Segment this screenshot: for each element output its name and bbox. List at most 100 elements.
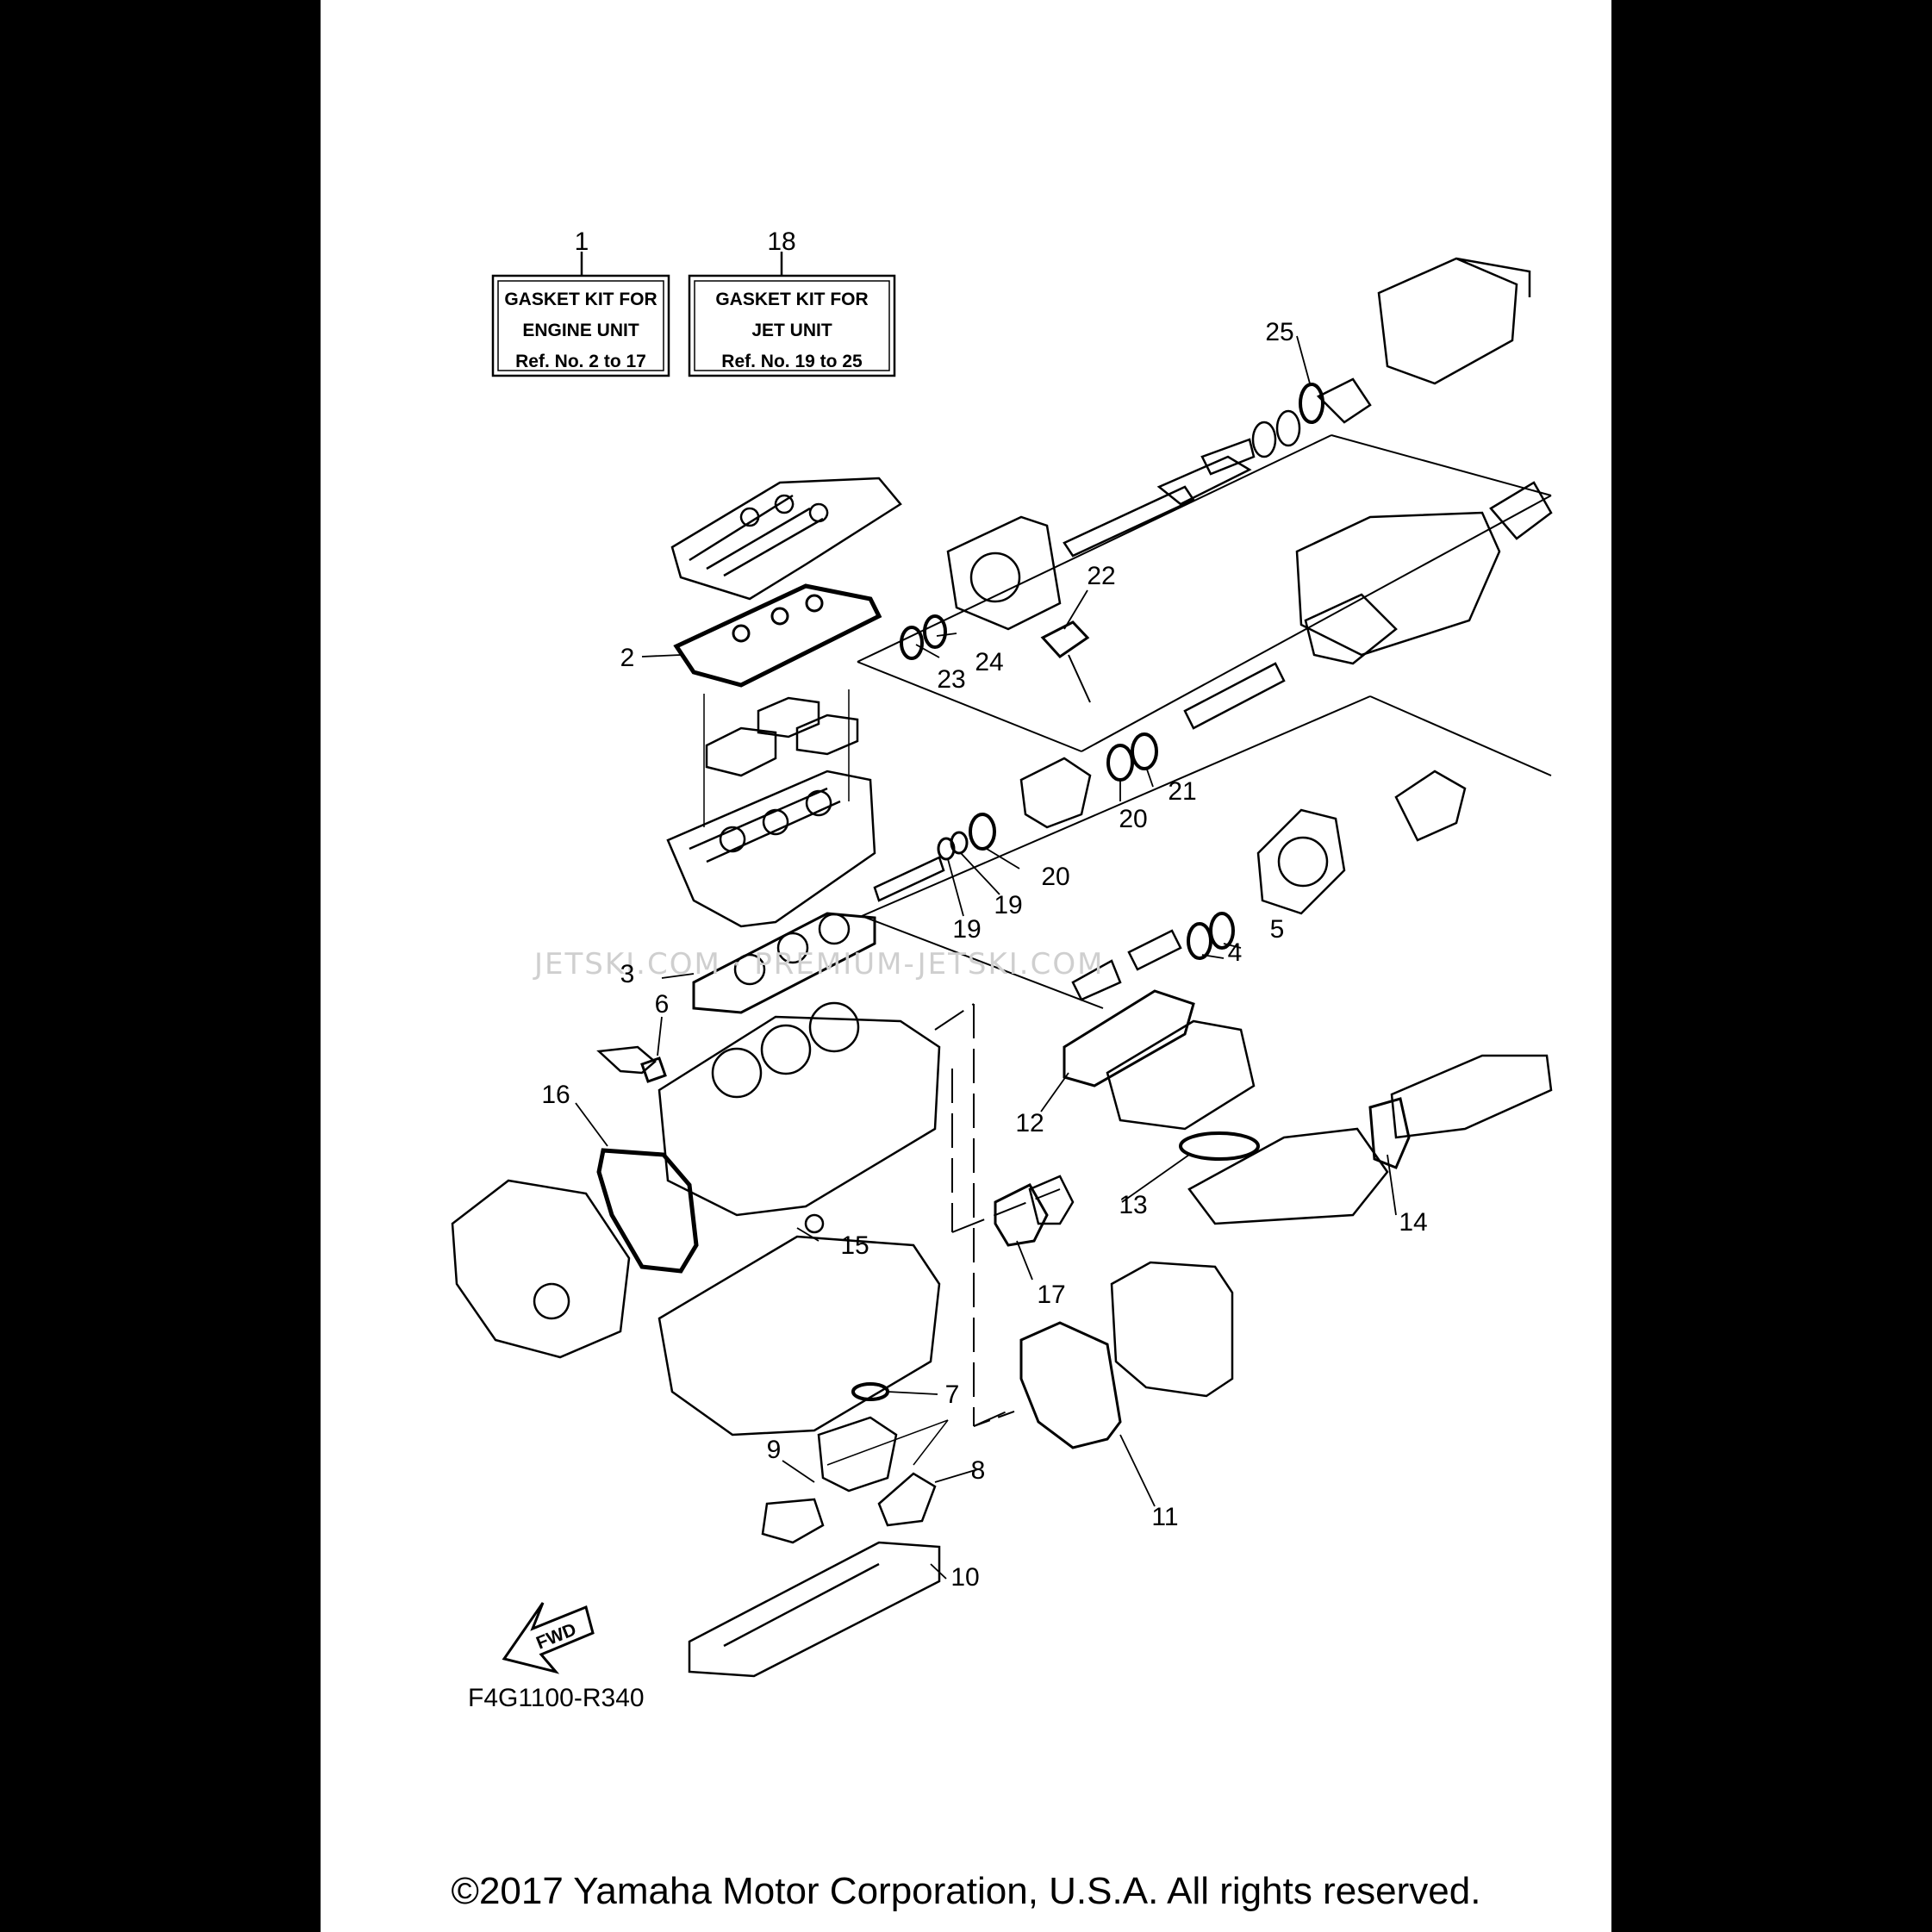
valve-cover-gasket xyxy=(673,583,882,688)
kit-box-jet-unit xyxy=(688,252,896,377)
callout-15: 15 xyxy=(840,1231,869,1260)
leader xyxy=(826,1419,949,1466)
callout-17: 17 xyxy=(1037,1281,1065,1309)
oil-seal-24 xyxy=(923,614,947,649)
kit-jet-line3: Ref. No. 19 to 25 xyxy=(721,352,863,371)
kit-jet-line1: GASKET KIT FOR xyxy=(715,290,868,309)
diagram-sheet xyxy=(321,0,1611,1932)
pump-housing-rear xyxy=(1256,808,1346,915)
callout-25: 25 xyxy=(1265,318,1293,346)
oil-seal-23 xyxy=(900,626,924,660)
jet-drive-frame xyxy=(857,434,1552,1009)
gasket-ring xyxy=(732,624,751,643)
o-ring-25 xyxy=(1299,383,1324,424)
callout-12: 12 xyxy=(1015,1109,1044,1137)
callout-24: 24 xyxy=(975,648,1003,676)
impeller xyxy=(1489,481,1553,540)
callout-2: 2 xyxy=(620,644,635,672)
callout-11: 11 xyxy=(1151,1503,1178,1531)
cylinder-bore xyxy=(808,1001,860,1053)
cylinder-head xyxy=(666,770,876,928)
callout-4: 4 xyxy=(1228,938,1243,967)
leader xyxy=(913,1419,949,1466)
chain-tensioner xyxy=(596,1045,657,1075)
oil-pipe-right xyxy=(877,1472,937,1527)
pump-seals xyxy=(1071,929,1182,1001)
nozzle xyxy=(1304,593,1398,665)
water-box xyxy=(1390,1054,1553,1139)
exhaust-gasket-14 xyxy=(1368,1097,1411,1169)
head-gasket xyxy=(692,912,876,1014)
callout-8: 8 xyxy=(971,1456,986,1485)
callout-16: 16 xyxy=(541,1081,570,1109)
bearing-cap xyxy=(1316,377,1372,424)
kit-engine-line1: GASKET KIT FOR xyxy=(504,290,657,309)
oil-seal-20 xyxy=(1106,744,1134,782)
oil-cooler-gasket xyxy=(1019,1321,1122,1449)
o-ring-15 xyxy=(804,1213,825,1234)
oil-pump xyxy=(817,1416,898,1493)
pump-casing xyxy=(946,515,1062,631)
cylinder-bore xyxy=(760,1024,812,1075)
intake-housing xyxy=(1377,257,1531,385)
cylinder-bore xyxy=(711,1047,763,1099)
callout-9: 9 xyxy=(767,1436,782,1464)
dashed-bracket xyxy=(934,1003,1061,1427)
bearing-case xyxy=(1019,757,1092,829)
gasket-bore xyxy=(818,913,851,945)
cam-caps xyxy=(705,696,859,777)
water-pump-impeller xyxy=(1394,770,1467,842)
exhaust-pipe-gasket xyxy=(1179,1131,1260,1161)
gasket-22 xyxy=(1040,620,1090,658)
drive-shaft xyxy=(1063,485,1195,558)
pump-hub xyxy=(1277,836,1329,888)
kit-ref-engine: 1 xyxy=(575,227,589,256)
kit-jet-line2: JET UNIT xyxy=(751,321,832,340)
callout-22: 22 xyxy=(1087,562,1115,590)
impeller-housing xyxy=(1295,511,1501,657)
kit-box-engine-unit xyxy=(491,252,670,377)
leader-lines xyxy=(575,335,1397,1580)
callout-21: 21 xyxy=(1168,777,1196,806)
oil-seal-4 xyxy=(1187,922,1212,960)
copyright-notice: ©2017 Yamaha Motor Corporation, U.S.A. A… xyxy=(451,1870,1481,1912)
callout-20-upper: 20 xyxy=(1119,805,1147,833)
o-ring-19 xyxy=(950,831,969,855)
gasket-ring xyxy=(770,607,789,626)
oil-pipe-left xyxy=(761,1498,825,1544)
oil-pan xyxy=(688,1541,941,1678)
callout-19-left: 19 xyxy=(952,915,981,944)
tensioner-gasket xyxy=(640,1056,667,1083)
callout-19-right: 19 xyxy=(994,891,1022,919)
exhaust-manifold-gasket xyxy=(1063,989,1195,1088)
callout-23: 23 xyxy=(937,665,965,694)
oil-seal-21 xyxy=(1131,732,1158,770)
callout-13: 13 xyxy=(1119,1191,1147,1219)
dashed-bracket xyxy=(973,1408,1022,1427)
gasket-ring xyxy=(805,594,824,613)
cover-gasket-17 xyxy=(994,1183,1049,1247)
small-cover xyxy=(1028,1175,1075,1225)
callout-labels: 2 23 24 22 25 20 21 20 19 19 4 5 3 6 16 … xyxy=(541,318,1427,1592)
bearing-housing xyxy=(1156,455,1252,506)
side-cover xyxy=(451,1179,631,1359)
valve-cover xyxy=(670,477,902,601)
bolt xyxy=(1068,654,1091,703)
kit-ref-jet: 18 xyxy=(767,227,795,256)
shaft-sleeve xyxy=(1183,662,1286,730)
exhaust-pipe xyxy=(1187,1127,1389,1225)
bearing xyxy=(1275,409,1301,447)
callout-5: 5 xyxy=(1270,915,1285,944)
callout-6: 6 xyxy=(655,990,670,1019)
crankcase-cover-gasket xyxy=(596,1148,699,1274)
pump-bore xyxy=(969,552,1021,603)
callout-14: 14 xyxy=(1399,1208,1427,1237)
fwd-arrow-icon: FWD xyxy=(502,1602,595,1674)
callout-3: 3 xyxy=(620,960,635,988)
bearing xyxy=(1251,421,1277,458)
callout-20-lower: 20 xyxy=(1041,863,1069,891)
lower-crankcase xyxy=(658,1235,941,1437)
callout-7: 7 xyxy=(945,1380,960,1409)
bearing-sleeve xyxy=(1200,438,1256,476)
gasket-bore xyxy=(776,932,809,964)
